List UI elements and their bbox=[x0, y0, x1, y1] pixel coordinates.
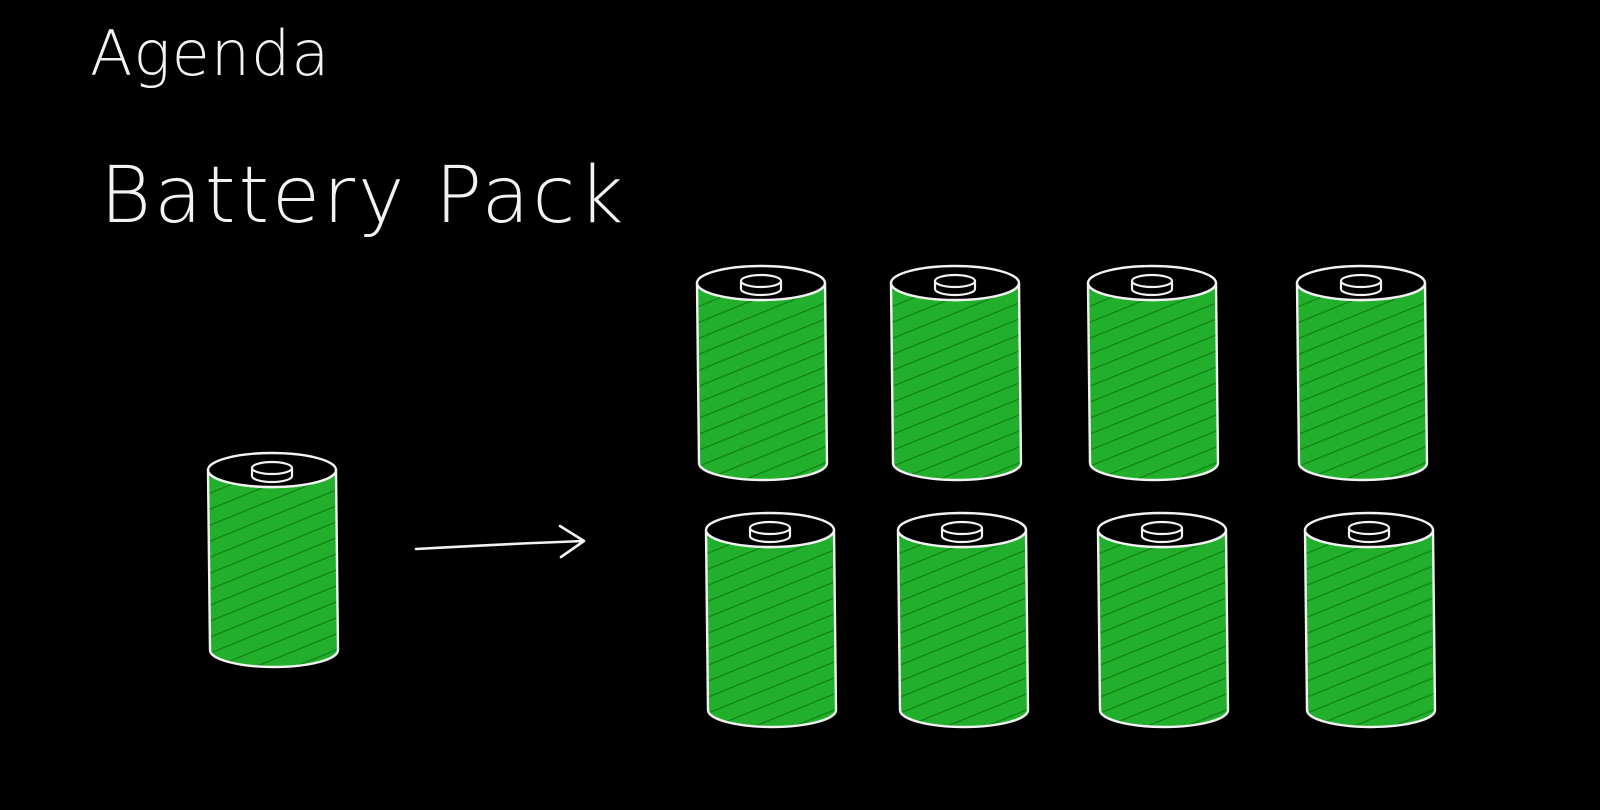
cell-fill bbox=[706, 530, 836, 727]
single-battery-cell bbox=[206, 451, 340, 669]
cell-fill bbox=[1098, 530, 1228, 727]
cell-terminal-top bbox=[940, 520, 984, 536]
pack-cell-r1-c3 bbox=[1086, 264, 1220, 482]
cell-terminal-top bbox=[1339, 273, 1383, 289]
pack-cell-r2-c4 bbox=[1303, 511, 1437, 729]
pack-cell-r2-c2 bbox=[896, 511, 1030, 729]
cell-fill bbox=[891, 283, 1021, 480]
cell-fill bbox=[1297, 283, 1427, 480]
cell-terminal-top bbox=[1140, 520, 1184, 536]
cell-terminal-top bbox=[1347, 520, 1391, 536]
pack-cell-r1-c4 bbox=[1295, 264, 1429, 482]
cell-fill bbox=[697, 283, 827, 480]
cell-fill bbox=[898, 530, 1028, 727]
agenda-heading: Agenda bbox=[90, 17, 330, 90]
pack-cell-r1-c2 bbox=[889, 264, 1023, 482]
cell-terminal-top bbox=[1130, 273, 1174, 289]
cell-hatching bbox=[1088, 283, 1218, 480]
cell-terminal-top bbox=[748, 520, 792, 536]
arrow-shaft bbox=[414, 539, 585, 551]
cell-fill bbox=[1088, 283, 1218, 480]
battery-pack-title: Battery Pack bbox=[100, 151, 626, 241]
cell-terminal-top bbox=[933, 273, 977, 289]
pack-cell-r2-c1 bbox=[704, 511, 838, 729]
cell-terminal-top bbox=[739, 273, 783, 289]
single-cell bbox=[206, 451, 340, 669]
cell-fill bbox=[208, 470, 338, 667]
pack-cell-r2-c3 bbox=[1096, 511, 1230, 729]
cell-hatching bbox=[208, 470, 338, 667]
arrow-head bbox=[558, 524, 586, 559]
cell-fill bbox=[1305, 530, 1435, 727]
battery-pack-grid bbox=[695, 264, 1437, 729]
cell-terminal-top bbox=[250, 460, 294, 476]
arrow-right-icon bbox=[414, 524, 586, 559]
pack-cell-r1-c1 bbox=[695, 264, 829, 482]
